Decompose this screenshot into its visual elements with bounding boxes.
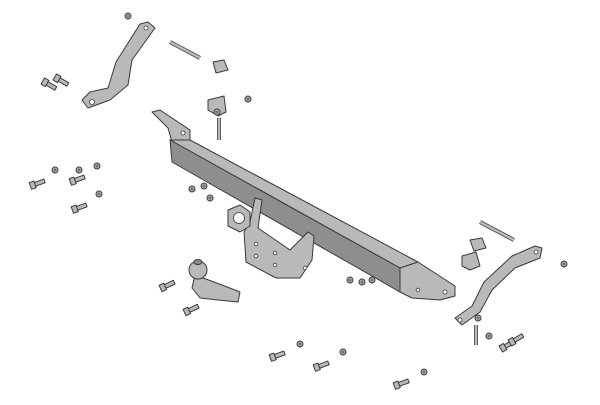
nut-hole (341, 350, 345, 354)
plate-hole (180, 130, 186, 136)
short-bolt (312, 360, 330, 372)
bracket-hole (533, 249, 539, 255)
left-end-plate (151, 109, 191, 143)
small-angle-bracket (207, 95, 227, 117)
small-angle-bracket (461, 251, 481, 271)
nut-hole (208, 196, 212, 200)
nut-hole (348, 278, 352, 282)
nut-hole (298, 342, 302, 346)
right-side-bracket (454, 245, 543, 326)
short-bolt (158, 279, 176, 293)
nut-hole (562, 262, 566, 266)
clamp-plate (469, 237, 487, 252)
short-bolt (70, 202, 88, 214)
nut-hole (190, 187, 194, 191)
short-bolt (507, 333, 525, 347)
long-bolt (479, 220, 515, 242)
nut-hole (487, 334, 491, 338)
left-side-bracket (81, 21, 156, 109)
bracket-hole (457, 317, 463, 323)
nut-hole (246, 97, 250, 101)
electrical-socket-plate (227, 204, 251, 233)
nut-hole (202, 184, 206, 188)
plate-hole (442, 289, 448, 295)
short-bolt (268, 350, 286, 362)
bracket-hole (89, 99, 95, 105)
right-end-plate (399, 261, 456, 301)
tow-ball (188, 259, 241, 303)
tow-ball-mounting-plate (243, 197, 315, 279)
short-bolt (40, 77, 58, 91)
main-crossbeam (151, 109, 456, 301)
nut-hole (476, 316, 480, 320)
nut-hole (53, 168, 57, 172)
short-bolt (392, 378, 410, 390)
nut-hole (370, 278, 374, 282)
plate-hole (415, 287, 421, 293)
short-bolt (28, 178, 46, 190)
short-bolt (52, 73, 70, 87)
nut-hole (422, 370, 426, 374)
nut-hole (126, 14, 130, 18)
clamp-plate (212, 59, 229, 74)
bracket-hole (143, 25, 149, 31)
short-bolt (182, 303, 200, 317)
nut-hole (77, 168, 81, 172)
nut-hole (95, 164, 99, 168)
nut-hole (97, 192, 101, 196)
nut-hole (360, 280, 364, 284)
short-bolt (68, 174, 86, 186)
long-bolt (169, 40, 201, 60)
nut-hole (215, 110, 219, 114)
